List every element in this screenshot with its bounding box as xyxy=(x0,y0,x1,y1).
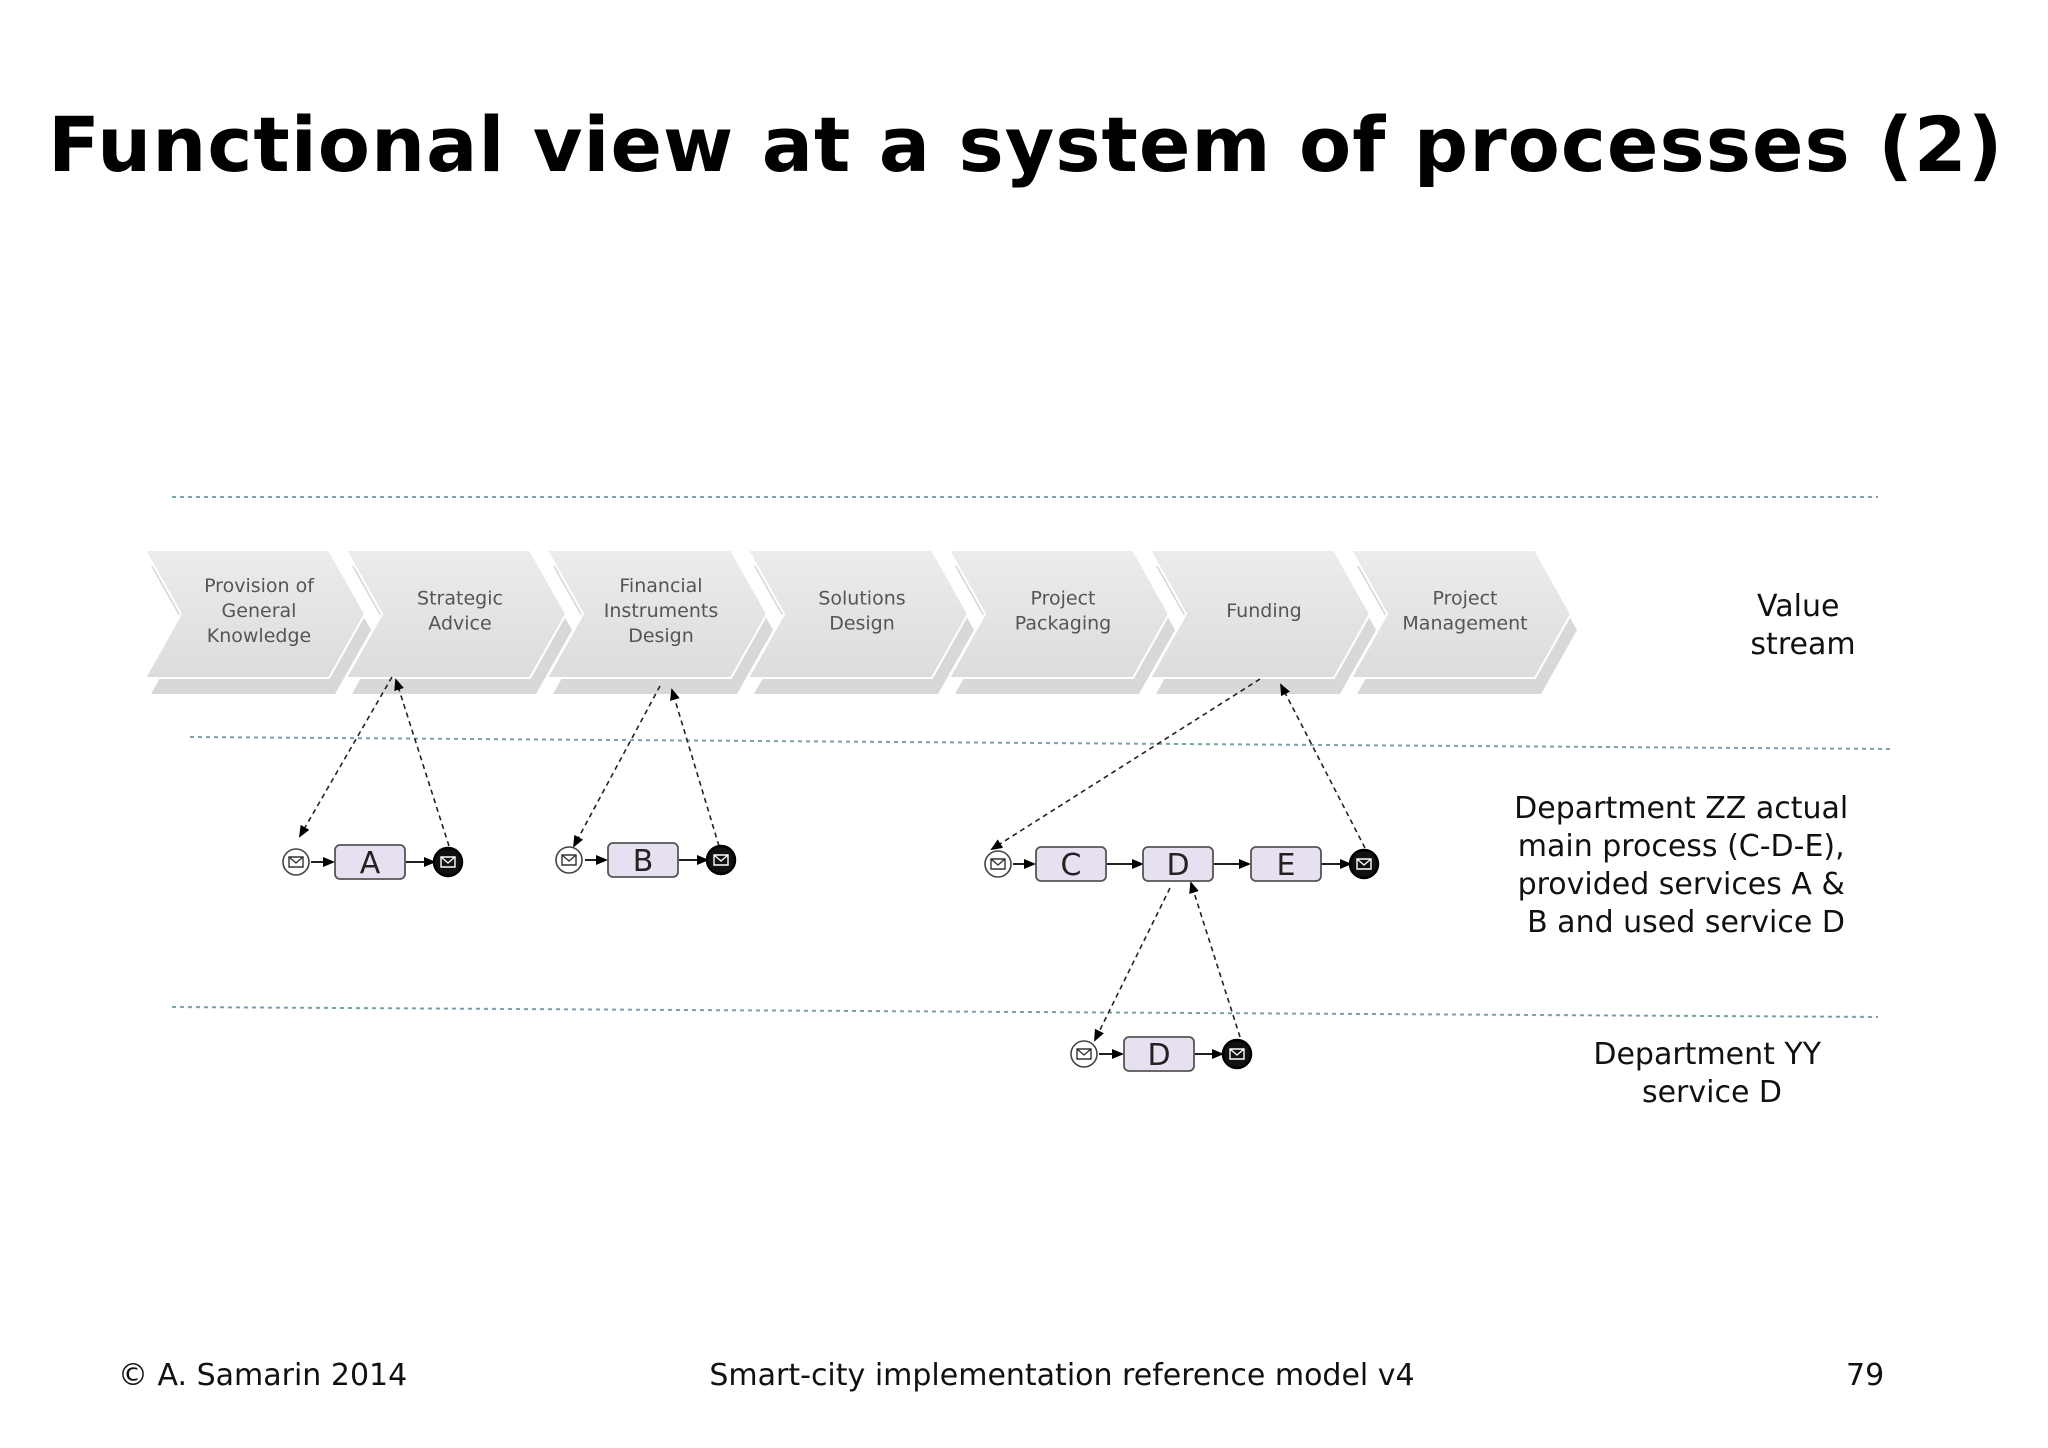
zz-task-a: A xyxy=(334,844,406,881)
arrow-a-end-to-strategic-advice xyxy=(394,678,450,847)
value-stream-stage-6: Funding xyxy=(1148,549,1376,694)
message-start-event-icon xyxy=(1070,1040,1098,1068)
message-end-event-icon xyxy=(1221,1038,1253,1070)
value-stream-label: Value stream xyxy=(1750,589,1855,662)
chevron-shape xyxy=(947,549,1171,679)
footer-page-number: 79 xyxy=(1846,1358,1885,1393)
chevron-shape xyxy=(344,549,568,679)
zz-task-c: C xyxy=(1035,846,1107,883)
message-start-event-icon xyxy=(555,846,583,874)
arrow-b-end-to-financial-design xyxy=(670,688,720,847)
task-label: E xyxy=(1277,848,1296,883)
yy-task-d: D xyxy=(1123,1036,1195,1073)
footer-document-title: Smart-city implementation reference mode… xyxy=(709,1358,1415,1393)
sequence-flows xyxy=(311,855,1352,1059)
lane-dividers xyxy=(171,496,1891,1018)
message-start-event-icon xyxy=(282,848,310,876)
message-end-event-icon xyxy=(432,846,464,878)
chevron-shape xyxy=(545,549,769,679)
task-label: A xyxy=(360,846,381,881)
interaction-arrows xyxy=(298,676,1366,1042)
chevron-shape xyxy=(1148,549,1372,679)
task-box xyxy=(1250,846,1322,882)
department-yy-label: Department YY service D xyxy=(1593,1037,1830,1110)
chevron-label: Funding xyxy=(1226,600,1301,622)
task-label: B xyxy=(633,844,654,879)
task-box xyxy=(1123,1036,1195,1072)
lane-divider-middle xyxy=(189,736,1891,750)
footer-copyright: © A. Samarin 2014 xyxy=(118,1358,408,1393)
message-end-event-icon xyxy=(705,844,737,876)
chevron-shape xyxy=(1349,549,1573,679)
zz-task-d: D xyxy=(1142,846,1214,883)
bpmn-events xyxy=(282,844,1380,1070)
slide-title: Functional view at a system of processes… xyxy=(48,100,2004,189)
task-label: D xyxy=(1166,848,1189,883)
arrow-d-to-yy-start xyxy=(1094,887,1171,1042)
arrow-strategic-advice-to-a-start xyxy=(298,676,393,838)
task-box xyxy=(334,844,406,880)
zz-task-b: B xyxy=(607,842,679,879)
task-label: D xyxy=(1147,1038,1170,1073)
arrow-funding-to-c-start xyxy=(990,678,1261,851)
message-start-event-icon xyxy=(984,850,1012,878)
task-box xyxy=(1142,846,1214,882)
zz-task-e: E xyxy=(1250,846,1322,883)
lane-divider-bottom xyxy=(171,1006,1879,1018)
chevron-shape xyxy=(143,549,367,679)
arrow-financial-design-to-b-start xyxy=(573,685,661,848)
message-end-event-icon xyxy=(1348,848,1380,880)
arrow-e-end-to-funding xyxy=(1280,683,1366,849)
task-label: C xyxy=(1061,848,1082,883)
chevron-shape xyxy=(746,549,970,679)
task-box xyxy=(607,842,679,878)
task-box xyxy=(1035,846,1107,882)
department-zz-label: Department ZZ actual main process (C-D-E… xyxy=(1514,791,1858,940)
